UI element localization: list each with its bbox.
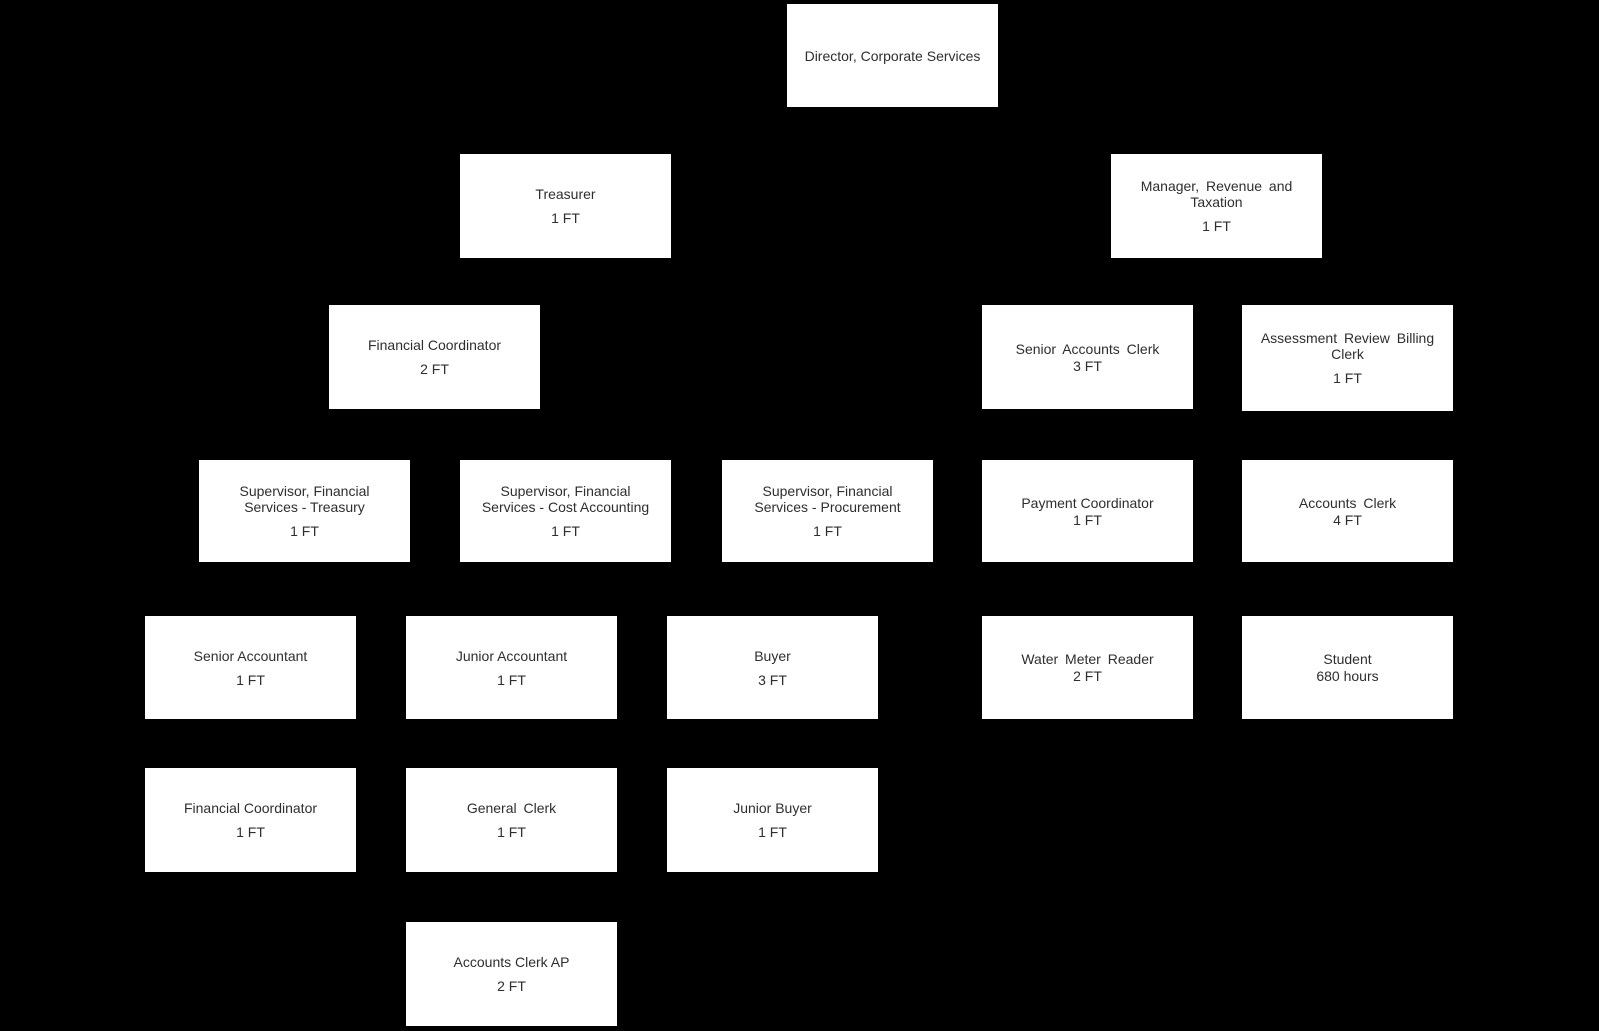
org-node-title-line: Taxation xyxy=(1190,194,1243,210)
org-node-title-line: Payment Coordinator xyxy=(1021,494,1154,511)
org-node-accounts-clerk-ap: Accounts Clerk AP 2 FT xyxy=(406,922,617,1026)
org-node-count: 3 FT xyxy=(1073,357,1102,374)
org-node-water-meter-reader: Water Meter Reader 2 FT xyxy=(982,616,1193,719)
org-node-payment-coordinator: Payment Coordinator 1 FT xyxy=(982,460,1193,562)
org-node-title-line: Accounts Clerk xyxy=(1298,494,1397,511)
org-node-title: Senior Accountant xyxy=(194,648,308,664)
org-node-title: General Clerk xyxy=(467,800,556,816)
org-node-title-line: Accounts Clerk AP xyxy=(453,954,570,970)
org-node-count: 1 FT xyxy=(758,824,787,840)
org-node-count: 1 FT xyxy=(1073,511,1102,528)
org-node-financial-coordinator-1ft: Financial Coordinator 1 FT xyxy=(145,768,356,872)
org-node-title-line: Director, Corporate Services xyxy=(804,47,981,64)
org-node-senior-accountant: Senior Accountant 1 FT xyxy=(145,616,356,719)
org-node-title: Financial Coordinator xyxy=(368,337,501,353)
org-node-count: 1 FT xyxy=(1333,370,1362,386)
org-node-student: Student 680 hours xyxy=(1242,616,1453,719)
org-node-title: Treasurer xyxy=(535,186,595,202)
org-node-title-line: Buyer xyxy=(754,647,791,664)
org-node-title: Junior Accountant xyxy=(456,648,567,664)
org-node-financial-coordinator-2ft: Financial Coordinator 2 FT xyxy=(329,305,540,409)
org-node-title-line: Clerk xyxy=(1331,346,1364,362)
org-node-count: 2 FT xyxy=(420,361,449,377)
org-node-title: Director, Corporate Services xyxy=(805,48,981,64)
org-node-count: 1 FT xyxy=(236,824,265,840)
org-node-title-line: Student xyxy=(1323,651,1372,667)
org-node-title: Junior Buyer xyxy=(733,800,812,816)
org-node-count: 2 FT xyxy=(1073,668,1102,684)
org-node-title: Water Meter Reader xyxy=(1021,651,1153,667)
org-node-title-line: Services - Procurement xyxy=(754,499,901,515)
org-node-title-line: Services - Cost Accounting xyxy=(481,499,650,515)
org-node-title-line: Supervisor, Financial xyxy=(239,483,370,499)
org-node-count: 1 FT xyxy=(1202,218,1231,234)
org-node-title-line: General Clerk xyxy=(466,800,557,816)
org-node-title: Financial Coordinator xyxy=(184,800,317,816)
org-node-title-line: Junior Buyer xyxy=(733,800,812,816)
org-node-count: 2 FT xyxy=(497,978,526,994)
org-node-director-corporate-services: Director, Corporate Services xyxy=(787,4,998,107)
org-node-title: Accounts Clerk xyxy=(1299,495,1396,511)
org-node-count: 1 FT xyxy=(497,671,526,688)
org-node-title-line: Supervisor, Financial xyxy=(500,483,631,499)
org-node-count: 3 FT xyxy=(758,671,787,688)
org-node-accounts-clerk: Accounts Clerk 4 FT xyxy=(1242,460,1453,562)
org-node-count: 4 FT xyxy=(1333,511,1362,528)
org-node-count: 1 FT xyxy=(813,523,842,539)
org-node-junior-buyer: Junior Buyer 1 FT xyxy=(667,768,878,872)
org-node-count: 1 FT xyxy=(236,671,265,688)
org-node-title-line: Senior Accountant xyxy=(193,647,308,664)
org-node-title-line: Assessment Review Billing xyxy=(1260,330,1435,346)
org-node-title-line: Manager, Revenue and xyxy=(1140,178,1293,194)
org-node-treasurer: Treasurer 1 FT xyxy=(460,154,671,258)
org-node-general-clerk: General Clerk 1 FT xyxy=(406,768,617,872)
org-node-count: 680 hours xyxy=(1316,668,1379,684)
org-node-title-line: Financial Coordinator xyxy=(183,800,318,816)
org-node-senior-accounts-clerk: Senior Accounts Clerk 3 FT xyxy=(982,305,1193,409)
org-node-title-line: Services - Treasury xyxy=(244,499,365,515)
org-node-title: Payment Coordinator xyxy=(1021,495,1153,511)
org-node-title: Accounts Clerk AP xyxy=(454,954,570,970)
org-node-title-line: Financial Coordinator xyxy=(367,337,502,353)
org-node-title-line: Junior Accountant xyxy=(455,647,568,664)
org-node-title-line: Supervisor, Financial xyxy=(762,483,893,499)
org-node-title-line: Water Meter Reader xyxy=(1021,651,1154,667)
org-node-title: Buyer xyxy=(754,648,791,664)
org-node-count: 1 FT xyxy=(551,523,580,539)
org-node-count: 1 FT xyxy=(290,523,319,539)
org-node-title: Senior Accounts Clerk xyxy=(1016,341,1160,357)
org-node-title-line: Treasurer xyxy=(535,186,596,202)
org-node-buyer: Buyer 3 FT xyxy=(667,616,878,719)
org-node-count: 1 FT xyxy=(497,824,526,840)
org-node-title: Student xyxy=(1323,651,1371,667)
org-node-junior-accountant: Junior Accountant 1 FT xyxy=(406,616,617,719)
org-node-title-line: Senior Accounts Clerk xyxy=(1015,340,1160,357)
org-node-count: 1 FT xyxy=(551,210,580,226)
